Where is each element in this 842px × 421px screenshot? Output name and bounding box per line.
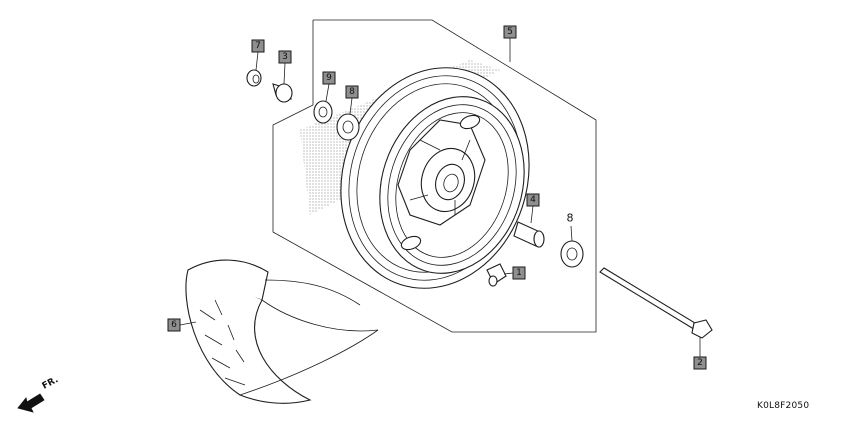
front-direction-label: FR. — [41, 375, 60, 392]
callout-7-label: 7 — [255, 41, 261, 51]
callout-3: 3 — [278, 50, 292, 64]
figure-code: K0L8F2050 — [757, 401, 810, 411]
assembly-frame — [272, 19, 597, 333]
valve-stem — [486, 263, 507, 287]
callout-4: 4 — [526, 193, 540, 207]
tire — [185, 259, 379, 404]
distance-collar — [513, 221, 545, 248]
callout-8-left: 8 — [345, 85, 359, 99]
callout-2: 2 — [693, 356, 707, 370]
bearing-left — [336, 113, 360, 141]
side-collar — [272, 83, 293, 103]
callout-6-label: 6 — [171, 320, 177, 330]
callout-6: 6 — [167, 318, 181, 332]
callout-5-label: 5 — [507, 27, 513, 37]
axle-bolt — [599, 267, 713, 339]
callout-7: 7 — [251, 39, 265, 53]
bearing-right — [560, 240, 584, 268]
callout-4-label: 4 — [530, 195, 536, 205]
callout-2-label: 2 — [697, 358, 703, 368]
callout-8-right: 8 — [567, 212, 574, 225]
callout-3-label: 3 — [282, 52, 288, 62]
dust-cap — [246, 69, 262, 87]
front-direction-arrow: FR. — [17, 375, 60, 413]
callout-1-label: 1 — [516, 268, 522, 278]
callout-9-label: 9 — [326, 73, 332, 83]
callout-1: 1 — [512, 266, 526, 280]
oil-seal — [313, 100, 333, 124]
wheel-hub — [397, 114, 486, 251]
callout-5: 5 — [503, 25, 517, 39]
callout-8-left-label: 8 — [349, 87, 355, 97]
callout-9: 9 — [322, 71, 336, 85]
callout-8-right-label: 8 — [567, 212, 574, 225]
